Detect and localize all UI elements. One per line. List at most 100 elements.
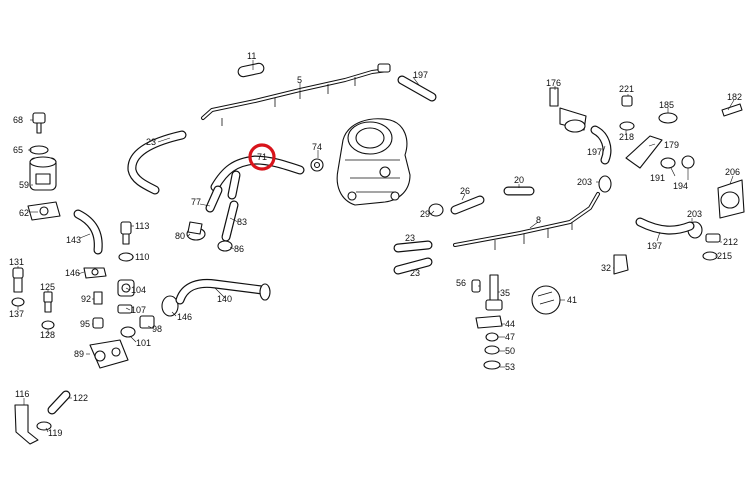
part-80-connector[interactable]	[186, 221, 206, 241]
part-125-sensor[interactable]	[43, 291, 53, 313]
label-101[interactable]: 101	[136, 338, 151, 348]
part-83-hose[interactable]	[221, 200, 239, 242]
label-5[interactable]: 5	[297, 75, 302, 85]
part-212-fitting[interactable]	[705, 233, 721, 243]
part-203-clamp-top[interactable]	[598, 175, 612, 193]
part-26-hose[interactable]	[450, 195, 485, 215]
label-128[interactable]: 128	[40, 330, 55, 340]
part-110-washer[interactable]	[118, 252, 134, 262]
part-146-clamp-left[interactable]	[83, 267, 107, 279]
part-71-hose[interactable]	[210, 155, 305, 200]
part-86-clamp[interactable]	[217, 240, 233, 252]
label-218[interactable]: 218	[619, 132, 634, 142]
part-197-hose-top[interactable]	[397, 75, 437, 102]
label-29[interactable]: 29	[420, 209, 430, 219]
label-47[interactable]: 47	[505, 332, 515, 342]
label-185[interactable]: 185	[659, 100, 674, 110]
label-197-right[interactable]: 197	[647, 241, 662, 251]
part-122-hose[interactable]	[47, 390, 71, 415]
label-32[interactable]: 32	[601, 263, 611, 273]
part-47-washer[interactable]	[485, 332, 499, 342]
label-71[interactable]: 71	[257, 152, 267, 162]
label-137[interactable]: 137	[9, 309, 24, 319]
label-86[interactable]: 86	[234, 244, 244, 254]
part-23-short-hose-lower[interactable]	[393, 257, 433, 275]
label-80[interactable]: 80	[175, 231, 185, 241]
part-179-bracket[interactable]	[625, 135, 663, 169]
label-182[interactable]: 182	[727, 92, 742, 102]
label-53[interactable]: 53	[505, 362, 515, 372]
label-62[interactable]: 62	[19, 208, 29, 218]
label-110[interactable]: 110	[135, 252, 149, 262]
part-89-regulator[interactable]	[89, 339, 129, 369]
label-77[interactable]: 77	[191, 197, 201, 207]
part-182-bracket[interactable]	[721, 103, 743, 117]
part-137-washer[interactable]	[11, 297, 25, 307]
part-35-injector[interactable]	[485, 274, 503, 311]
label-194[interactable]: 194	[673, 181, 688, 191]
label-146-left[interactable]: 146	[65, 268, 80, 278]
label-23-upper[interactable]: 23	[405, 233, 415, 243]
part-77-hose[interactable]	[205, 185, 223, 213]
label-8[interactable]: 8	[536, 215, 541, 225]
label-140[interactable]: 140	[217, 294, 232, 304]
label-197-mid[interactable]: 197	[587, 147, 602, 157]
part-176-injector[interactable]	[549, 87, 587, 133]
label-116[interactable]: 116	[15, 389, 29, 399]
part-128-washer[interactable]	[41, 320, 55, 330]
part-23-short-hose-upper[interactable]	[393, 240, 433, 253]
part-119-washer[interactable]	[36, 421, 52, 431]
part-74-clip[interactable]	[310, 158, 324, 172]
part-113-screw[interactable]	[120, 221, 132, 245]
label-92[interactable]: 92	[81, 294, 91, 304]
label-113[interactable]: 113	[135, 221, 149, 231]
label-59[interactable]: 59	[19, 180, 29, 190]
label-179[interactable]: 179	[664, 140, 679, 150]
part-44-bracket[interactable]	[475, 315, 503, 329]
part-8-fuel-line[interactable]	[453, 192, 600, 250]
label-74[interactable]: 74	[312, 142, 322, 152]
part-29-clamp[interactable]	[428, 203, 444, 217]
label-191[interactable]: 191	[650, 173, 665, 183]
label-203-bottom[interactable]: 203	[687, 209, 702, 219]
label-98[interactable]: 98	[152, 324, 162, 334]
part-95-fitting[interactable]	[92, 317, 104, 329]
label-11[interactable]: 11	[247, 51, 256, 61]
part-11-hose[interactable]	[237, 62, 265, 78]
part-206-regulator[interactable]	[717, 179, 745, 219]
label-50[interactable]: 50	[505, 346, 515, 356]
label-131[interactable]: 131	[9, 257, 24, 267]
label-23-lower[interactable]: 23	[410, 268, 420, 278]
label-44[interactable]: 44	[505, 319, 515, 329]
label-26[interactable]: 26	[460, 186, 470, 196]
part-5-vacuum-line[interactable]	[201, 63, 391, 126]
part-116-bracket[interactable]	[14, 404, 39, 445]
label-35[interactable]: 35	[500, 288, 510, 298]
part-143-hose[interactable]	[73, 209, 103, 255]
part-221-cap[interactable]	[621, 95, 633, 107]
part-53-gasket[interactable]	[483, 360, 501, 370]
part-41-tool[interactable]	[531, 285, 561, 315]
part-197-hose-mid[interactable]	[590, 125, 612, 165]
label-89[interactable]: 89	[74, 349, 84, 359]
label-206[interactable]: 206	[725, 167, 740, 177]
label-146-right[interactable]: 146	[177, 312, 192, 322]
part-23-curved-hose[interactable]	[127, 130, 187, 195]
label-95[interactable]: 95	[80, 319, 90, 329]
label-104[interactable]: 104	[131, 285, 146, 295]
part-191-screw[interactable]	[660, 157, 676, 169]
label-68[interactable]: 68	[13, 115, 23, 125]
part-59-valve[interactable]	[29, 156, 57, 191]
part-65-gasket[interactable]	[29, 145, 49, 155]
label-197-top[interactable]: 197	[413, 70, 428, 80]
part-197-hose-right[interactable]	[635, 217, 695, 235]
label-176[interactable]: 176	[546, 78, 561, 88]
label-125[interactable]: 125	[40, 282, 55, 292]
label-221[interactable]: 221	[619, 84, 634, 94]
part-215-nut[interactable]	[702, 251, 718, 261]
part-140-hose[interactable]	[175, 278, 271, 305]
label-23-left[interactable]: 23	[146, 137, 156, 147]
part-101-washer[interactable]	[120, 326, 136, 338]
part-98-fitting[interactable]	[139, 315, 155, 329]
label-56[interactable]: 56	[456, 278, 466, 288]
